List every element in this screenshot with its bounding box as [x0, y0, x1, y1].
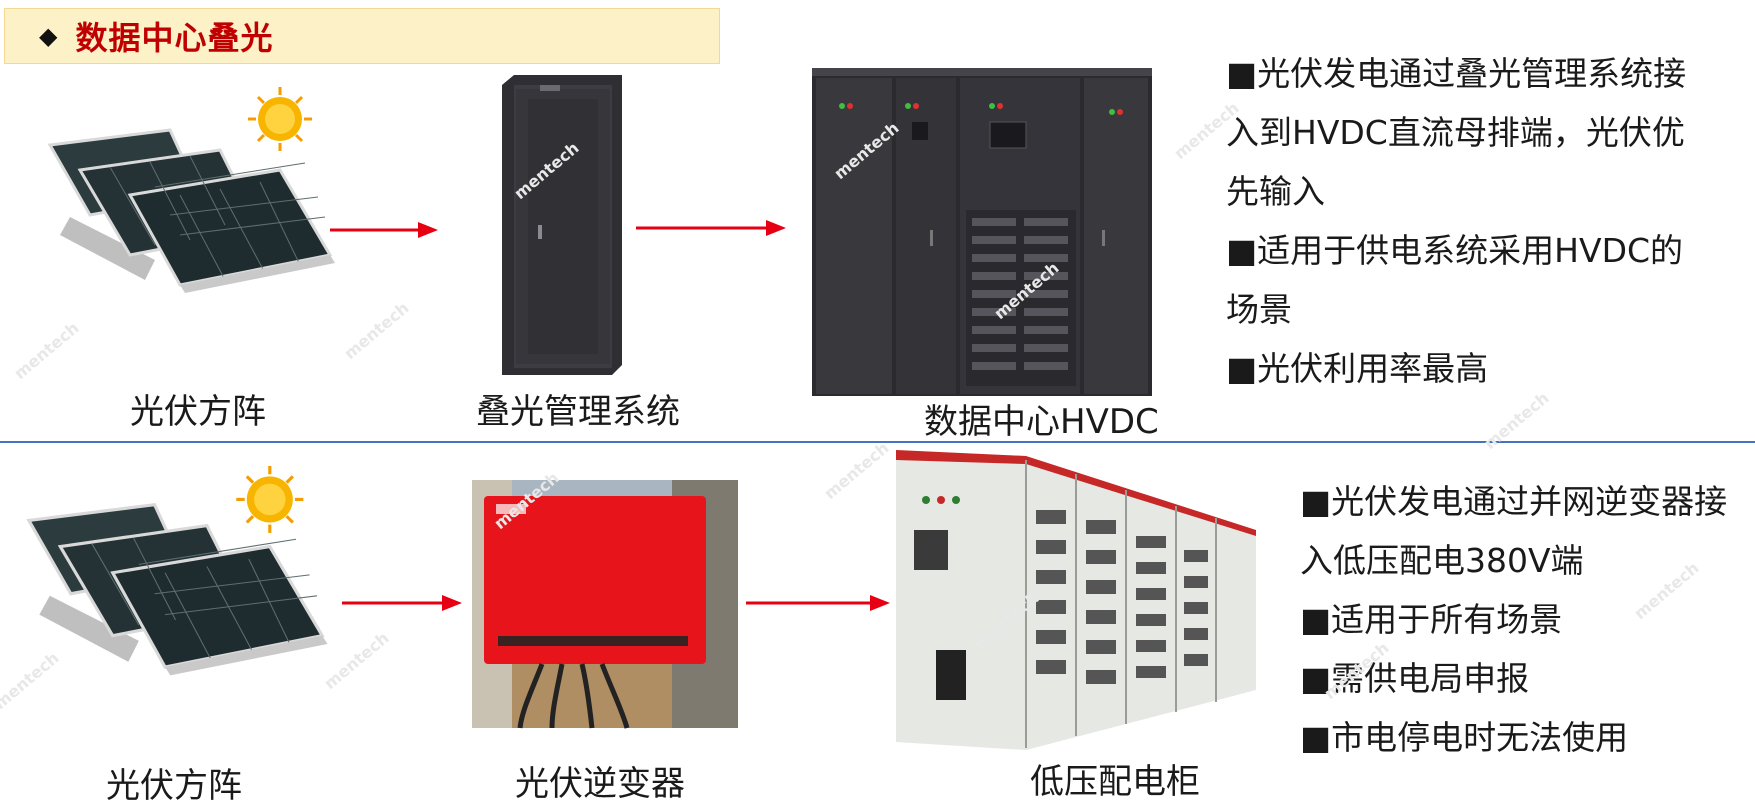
bullet-line: ■市电停电时无法使用	[1300, 718, 1629, 757]
watermark: mentech	[340, 298, 412, 363]
bullet-line: ■光伏发电通过并网逆变器接	[1300, 482, 1728, 521]
watermark: mentech	[820, 438, 892, 503]
watermark: mentech	[10, 318, 82, 383]
caption-pv-array-bottom: 光伏方阵	[106, 766, 242, 806]
solar-array-image-bottom	[26, 465, 328, 676]
inverter-image	[472, 480, 738, 729]
hvdc-cabinet-image	[812, 68, 1152, 396]
caption-inverter: 光伏逆变器	[515, 764, 685, 804]
bullet-line: ■光伏发电通过叠光管理系统接	[1226, 54, 1687, 93]
caption-low-voltage-cabinet: 低压配电柜	[1030, 762, 1200, 802]
management-cabinet-image	[502, 75, 622, 375]
sun-icon	[236, 465, 304, 533]
bottom-bullet-list: ■光伏发电通过并网逆变器接 入低压配电380V端 ■适用于所有场景 ■需供电局申…	[1300, 472, 1727, 767]
section-title: 数据中心叠光	[75, 19, 274, 57]
caption-pv-array-top: 光伏方阵	[130, 392, 266, 432]
bullet-line: 入低压配电380V端	[1300, 541, 1584, 580]
arrow-right-icon	[636, 220, 786, 236]
section-title-bar: ◆ 数据中心叠光	[4, 8, 720, 64]
diamond-icon: ◆	[39, 22, 58, 50]
bullet-line: 场景	[1226, 290, 1292, 329]
bullet-line: ■适用于所有场景	[1300, 600, 1563, 639]
arrow-right-icon	[746, 595, 890, 611]
bullet-line: ■适用于供电系统采用HVDC的	[1226, 231, 1684, 270]
bullet-line: ■需供电局申报	[1300, 659, 1530, 698]
section-divider	[0, 441, 1755, 443]
bullet-line: 先输入	[1226, 172, 1325, 211]
top-bullet-list: ■光伏发电通过叠光管理系统接 入到HVDC直流母排端，光伏优 先输入 ■适用于供…	[1226, 44, 1686, 398]
solar-array-image-top	[47, 87, 335, 293]
solar-panels	[47, 128, 335, 293]
caption-hvdc: 数据中心HVDC	[924, 402, 1159, 442]
arrow-right-icon	[330, 222, 438, 238]
bullet-line: 入到HVDC直流母排端，光伏优	[1226, 113, 1685, 152]
solar-panels	[26, 502, 328, 676]
sun-icon	[248, 87, 312, 151]
arrow-right-icon	[342, 595, 462, 611]
low-voltage-cabinet-image	[896, 450, 1256, 750]
caption-management-system: 叠光管理系统	[476, 392, 680, 432]
bullet-line: ■光伏利用率最高	[1226, 349, 1489, 388]
